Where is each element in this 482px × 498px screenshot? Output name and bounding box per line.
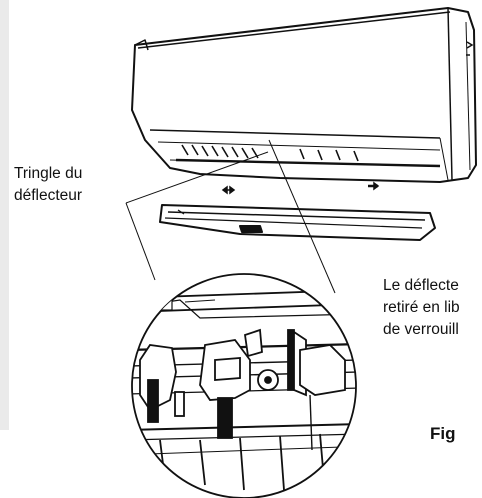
deflector-rod-label-line2: déflecteur [14,187,83,204]
outlet-vanes [175,144,441,168]
deflector-removed-caption: Le déflecte retiré en lib de verrouill [383,275,460,341]
deflector-removed-caption-line3: de verrouill [383,321,459,338]
right-hinge [466,41,474,56]
magnified-detail-circle [131,273,357,498]
indoor-ac-unit [131,7,477,183]
deflector-removed-caption-line1: Le déflecte [383,277,459,294]
deflector-rod-label: Tringle du déflecteur [14,163,82,207]
deflector-removed-caption-line2: retiré en lib [383,299,460,316]
leader-lines [125,139,336,294]
left-margin-panel [0,0,9,430]
movement-arrows [221,181,380,195]
removed-deflector [159,204,436,241]
deflector-rod-label-line1: Tringle du [14,165,83,182]
figure-title: Fig [430,424,456,443]
